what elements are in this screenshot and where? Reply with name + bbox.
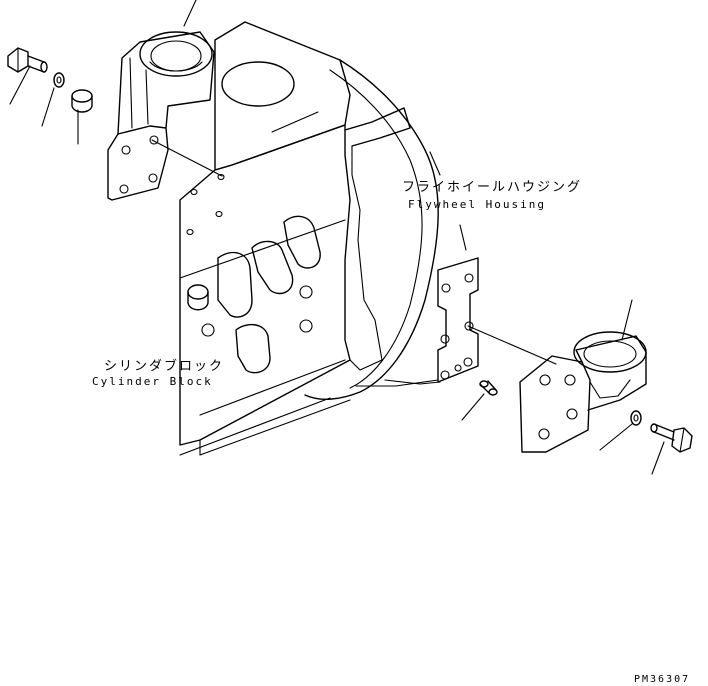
- leader-lines: [9, 0, 665, 475]
- left-fasteners: [7, 47, 93, 113]
- dowel-pin: [479, 380, 498, 396]
- left-engine-mount-bracket: [107, 31, 215, 201]
- cylinder-block-label-en: Cylinder Block: [92, 375, 213, 388]
- flywheel-housing-label-jp: フライホイールハウジング: [402, 180, 583, 195]
- right-fasteners: [630, 410, 693, 453]
- cylinder-block-label-jp: シリンダブロック: [104, 359, 225, 374]
- flywheel-housing: [304, 59, 441, 400]
- drawing-code: PM36307: [634, 674, 691, 685]
- cylinder-block: [179, 21, 411, 456]
- flywheel-housing-label-en: Flywheel Housing: [408, 198, 546, 211]
- right-engine-mount-bracket: [519, 331, 647, 453]
- flywheel-housing-flange: [437, 257, 479, 383]
